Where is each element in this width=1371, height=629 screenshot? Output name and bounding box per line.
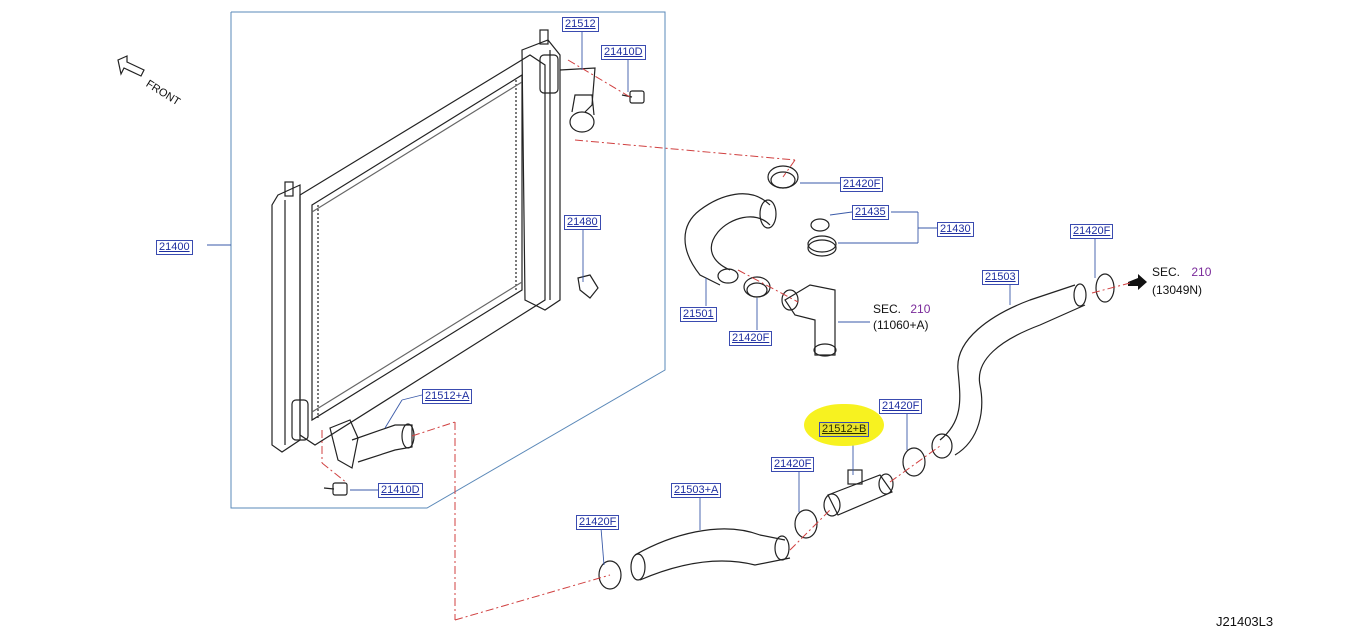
part-label-21420f-b[interactable]: 21420F <box>1070 224 1114 239</box>
part-label-21420f-e[interactable]: 21420F <box>771 457 815 472</box>
part-label-21503a[interactable]: 21503+A <box>671 483 722 498</box>
clamp-right <box>1095 273 1115 303</box>
sec-ref-2-code: (13049N) <box>1152 283 1203 297</box>
clamp-upper <box>767 165 799 189</box>
sec-arrow-icon <box>1128 274 1147 290</box>
routing-lines <box>321 59 1131 621</box>
part-label-21410d-bottom[interactable]: 21410D <box>378 483 423 498</box>
part-label-21420f-a[interactable]: 21420F <box>840 177 884 192</box>
part-label-21410d-top[interactable]: 21410D <box>601 45 646 60</box>
radiator-frame <box>230 11 666 509</box>
part-label-21400[interactable]: 21400 <box>156 240 193 255</box>
bolt-top <box>621 90 645 104</box>
clamp-lower-left <box>598 560 622 590</box>
upper-outlet-neck <box>559 67 596 133</box>
hose-21503a <box>630 528 791 581</box>
clamp-connector-left <box>794 509 818 539</box>
leader-lines <box>207 30 1096 566</box>
part-label-21512a[interactable]: 21512+A <box>422 389 473 404</box>
clamp-connector-right <box>902 447 926 477</box>
sec-ref-1: SEC. 210 <box>873 302 930 316</box>
part-label-21435[interactable]: 21435 <box>852 205 889 220</box>
sec-ref-1-code: (11060+A) <box>873 318 929 332</box>
radiator-core <box>271 29 561 453</box>
part-label-21430[interactable]: 21430 <box>937 222 974 237</box>
part-label-21420f-f[interactable]: 21420F <box>576 515 620 530</box>
sec-ref-2-prefix: SEC. <box>1152 265 1181 279</box>
hose-21503 <box>931 283 1087 459</box>
part-label-21503[interactable]: 21503 <box>982 270 1019 285</box>
sec-ref-1-number: 210 <box>910 302 931 316</box>
thermostat-housing <box>781 218 837 357</box>
diagram-code: J21403L3 <box>1216 614 1274 629</box>
upper-hose <box>684 193 777 286</box>
sec-ref-2-number: 210 <box>1191 265 1212 279</box>
bolt-bottom <box>323 482 348 496</box>
part-label-21480[interactable]: 21480 <box>564 215 601 230</box>
sec-ref-2: SEC. 210 <box>1152 265 1211 279</box>
part-label-21512b[interactable]: 21512+B <box>819 422 870 437</box>
bracket-21480 <box>577 274 599 299</box>
part-label-21420f-c[interactable]: 21420F <box>729 331 773 346</box>
sec-ref-1-prefix: SEC. <box>873 302 902 316</box>
part-label-21420f-d[interactable]: 21420F <box>879 399 923 414</box>
front-arrow-icon <box>117 55 145 77</box>
connector-pipe <box>823 469 894 517</box>
part-label-21501[interactable]: 21501 <box>680 307 717 322</box>
part-label-21512-top[interactable]: 21512 <box>562 17 599 32</box>
